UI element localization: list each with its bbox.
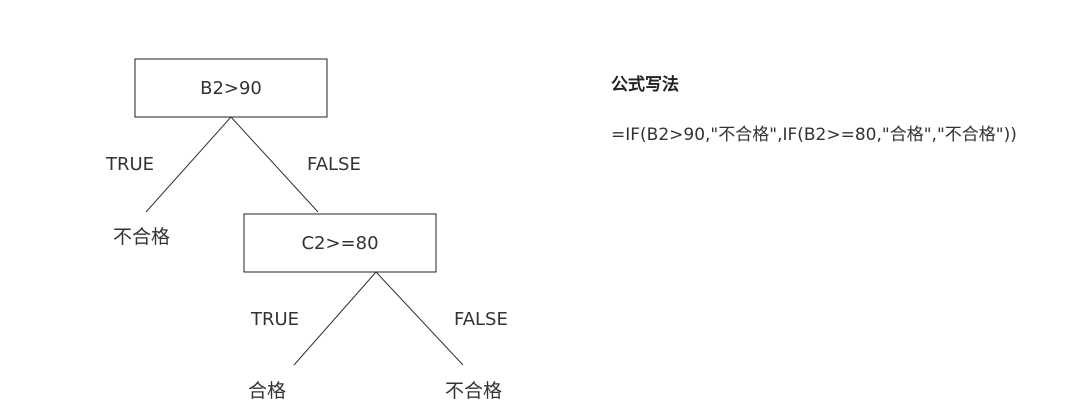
- formula-title: 公式写法: [611, 75, 679, 95]
- child-node-box: [243, 213, 437, 273]
- child-true-result: 合格: [248, 380, 286, 402]
- root-true-label: TRUE: [105, 154, 154, 175]
- root-true-edge: [145, 116, 232, 213]
- child-node: C2>=80: [243, 213, 437, 273]
- child-condition: C2>=80: [301, 233, 378, 254]
- root-true-result: 不合格: [113, 226, 170, 248]
- formula-text: =IF(B2>90,"不合格",IF(B2>=80,"合格","不合格")): [611, 125, 1017, 145]
- child-false-label: FALSE: [454, 309, 508, 330]
- root-node-box: [134, 58, 328, 118]
- child-false-result: 不合格: [445, 380, 502, 402]
- child-true-edge: [293, 271, 377, 366]
- child-false-edge: [375, 271, 464, 366]
- root-condition: B2>90: [200, 78, 262, 99]
- root-node: B2>90: [134, 58, 328, 118]
- root-false-edge: [230, 116, 319, 213]
- child-true-label: TRUE: [250, 309, 299, 330]
- root-false-label: FALSE: [307, 154, 361, 175]
